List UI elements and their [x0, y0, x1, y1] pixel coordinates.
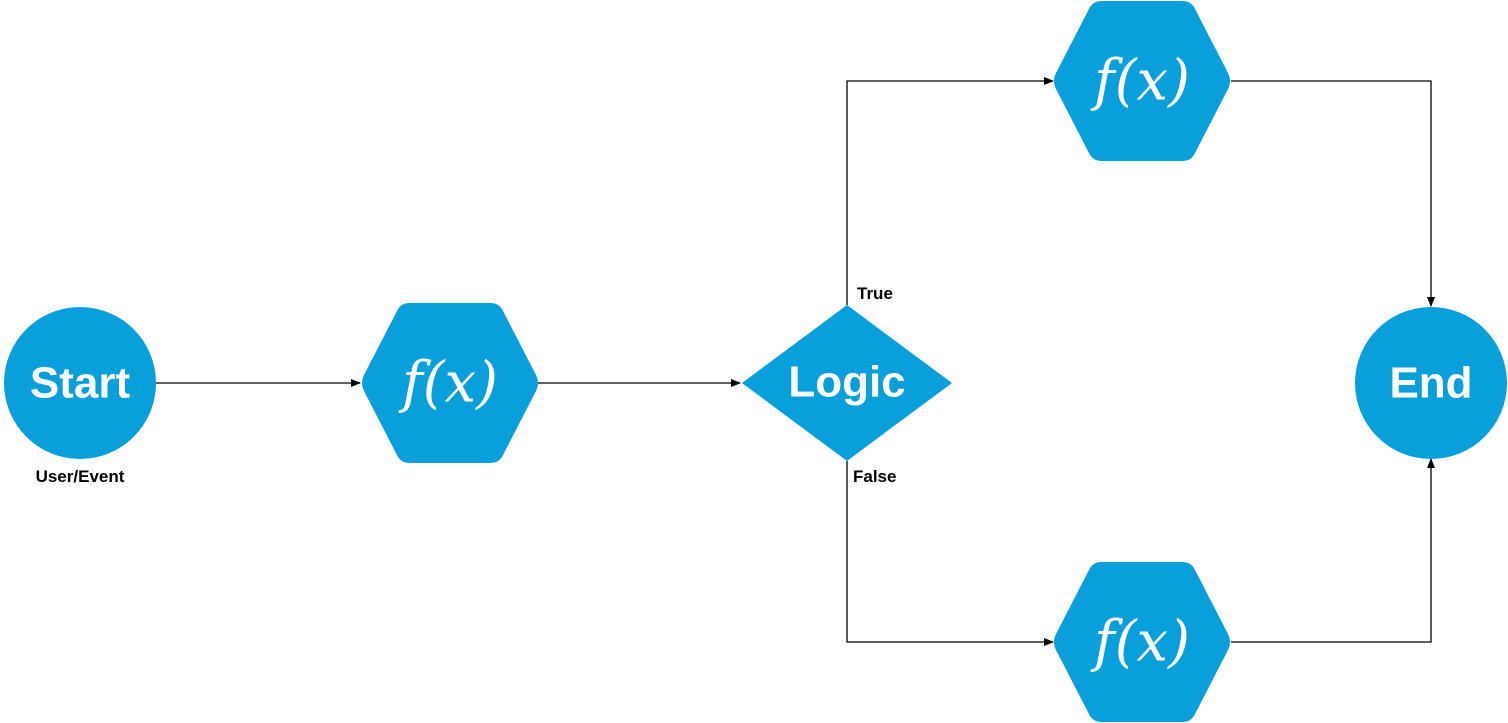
function-label-main: f(x)	[398, 351, 498, 416]
decision-label: Logic	[788, 358, 905, 407]
edge-true-function-to-end	[1231, 80, 1435, 307]
start-label: Start	[30, 359, 131, 408]
end-circle	[1355, 307, 1507, 459]
edge-logic-false-branch	[846, 461, 1054, 646]
decision-node[interactable]: Logic	[742, 305, 952, 461]
decision-diamond	[742, 305, 952, 461]
start-circle	[4, 307, 156, 459]
function-hexagon-false	[1054, 562, 1230, 722]
function-hexagon-main	[362, 303, 538, 463]
start-node[interactable]: Start	[4, 307, 156, 459]
true-branch-label: True	[857, 284, 893, 303]
function-hexagon-true	[1054, 1, 1230, 161]
function-label-true: f(x)	[1090, 49, 1190, 114]
function-node-main[interactable]: f(x)	[362, 303, 538, 463]
end-node[interactable]: End	[1355, 307, 1507, 459]
false-branch-label: False	[853, 467, 896, 486]
start-caption: User/Event	[36, 467, 125, 486]
function-node-false[interactable]: f(x)	[1054, 562, 1230, 722]
function-label-false: f(x)	[1090, 610, 1190, 675]
function-node-true[interactable]: f(x)	[1054, 1, 1230, 161]
edge-logic-true-branch	[846, 77, 1054, 305]
edge-false-function-to-end	[1231, 458, 1435, 643]
end-label: End	[1389, 359, 1472, 408]
